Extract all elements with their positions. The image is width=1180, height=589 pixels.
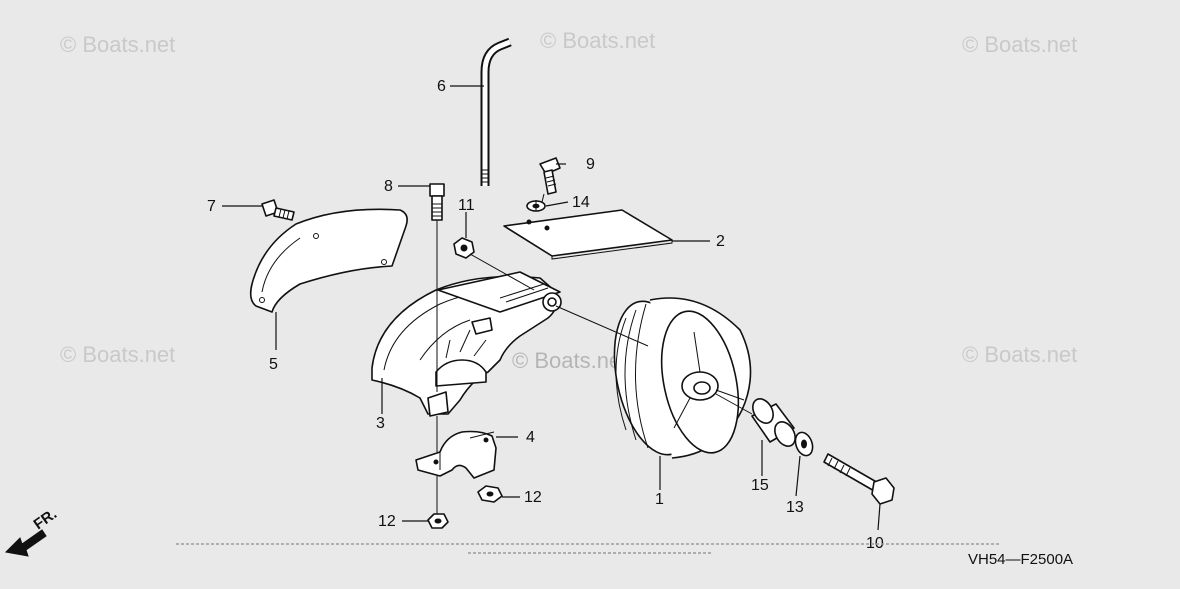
callout-12: 12 — [378, 513, 396, 530]
callout-3: 3 — [376, 415, 385, 432]
callout-5: 5 — [269, 356, 278, 373]
front-arrow-icon: FR. — [4, 505, 61, 557]
part-9-bolt[interactable] — [539, 157, 561, 195]
callout-13: 13 — [786, 499, 804, 516]
watermark: © Boats.net — [60, 32, 175, 57]
watermark: © Boats.net — [540, 28, 655, 53]
part-13-washer[interactable] — [792, 430, 815, 458]
diagram-code: VH54—F2500A — [968, 551, 1073, 568]
part-10-bolt[interactable] — [823, 453, 895, 505]
part-1-wheel[interactable] — [602, 294, 752, 462]
callout-7: 7 — [207, 198, 216, 215]
part-4-clamp[interactable] — [415, 430, 497, 479]
part-7-bolt[interactable] — [261, 199, 295, 221]
callout-6: 6 — [437, 78, 446, 95]
part-11-nut[interactable] — [453, 237, 475, 259]
callout-12: 12 — [524, 489, 542, 506]
part-12-nut[interactable] — [477, 485, 503, 503]
callout-9: 9 — [586, 156, 595, 173]
callout-14: 14 — [572, 194, 590, 211]
callout-2: 2 — [716, 233, 725, 250]
watermark: © Boats.net — [962, 342, 1077, 367]
part-2-plate[interactable] — [503, 209, 673, 260]
callout-4: 4 — [526, 429, 535, 446]
callout-10: 10 — [866, 535, 884, 552]
watermark: © Boats.net — [60, 342, 175, 367]
front-label: FR. — [31, 505, 61, 533]
part-15-collar[interactable] — [749, 395, 800, 450]
watermark: © Boats.net — [512, 348, 627, 373]
part-3-housing[interactable] — [371, 271, 562, 417]
watermark: © Boats.net — [962, 32, 1077, 57]
part-5-cover[interactable] — [249, 208, 408, 313]
callout-15: 15 — [751, 477, 769, 494]
part-6-rod[interactable] — [480, 37, 512, 186]
part-12-nut[interactable] — [427, 513, 449, 529]
callout-1: 1 — [655, 491, 664, 508]
callout-8: 8 — [384, 178, 393, 195]
callout-11: 11 — [458, 197, 475, 214]
part-8-bolt[interactable] — [429, 183, 445, 221]
